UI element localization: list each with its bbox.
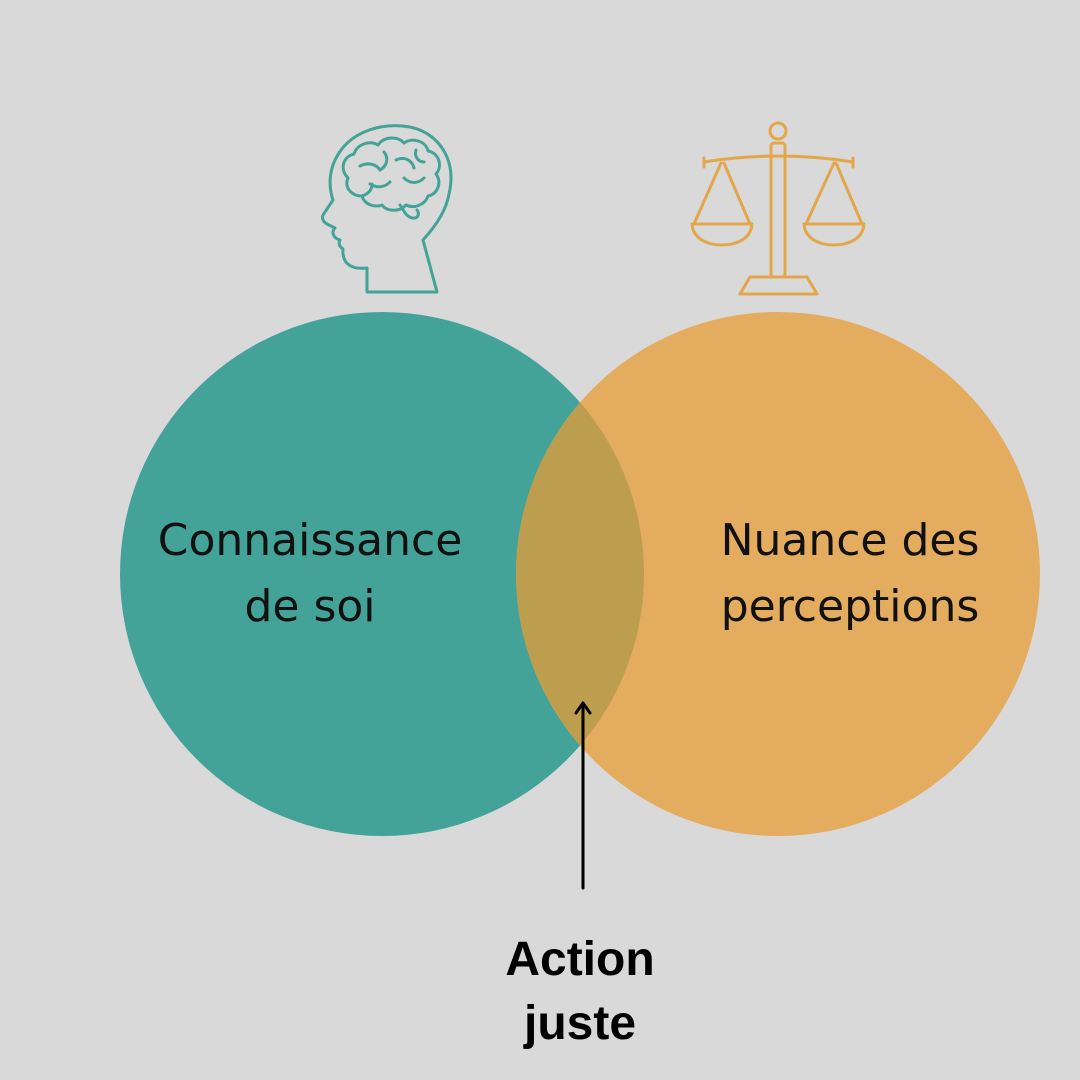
- brain-head-icon: [321, 124, 453, 294]
- set-label-right: Nuance des perceptions: [680, 508, 1020, 640]
- set-label-right-line-2: perceptions: [720, 581, 980, 632]
- intersection-label-line-2: juste: [523, 997, 637, 1050]
- set-label-left-line-2: de soi: [244, 581, 376, 632]
- intersection-arrow: [574, 701, 592, 890]
- intersection-label: Action juste: [430, 928, 730, 1056]
- intersection-label-line-1: Action: [505, 933, 655, 986]
- set-circle-right: [516, 312, 1040, 836]
- set-circle-left: [120, 312, 644, 836]
- scales-icon: [690, 121, 866, 296]
- set-label-right-line-1: Nuance des: [720, 515, 980, 566]
- set-label-left: Connaissance de soi: [120, 508, 500, 640]
- set-label-left-line-1: Connaissance: [157, 515, 463, 566]
